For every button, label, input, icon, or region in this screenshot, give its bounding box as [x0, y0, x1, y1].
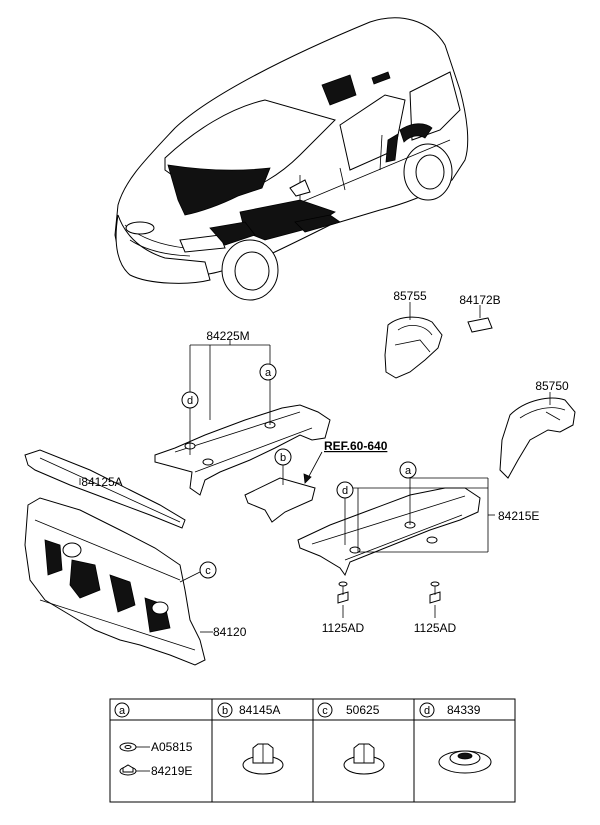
- legend-cell-c-icon: [343, 743, 385, 775]
- label-84172B: 84172B: [459, 293, 500, 307]
- callout-labels: 84225M 85755 84172B 85750 REF.60-640 841…: [81, 289, 569, 639]
- vehicle-illustration: [114, 17, 469, 301]
- legend-part-84145A: 84145A: [239, 703, 280, 717]
- legend-header-d: d 84339: [419, 702, 481, 718]
- bolt-1125AD-right-shape: [429, 581, 441, 604]
- svg-text:c: c: [205, 565, 211, 577]
- label-85755: 85755: [393, 289, 427, 303]
- legend-part-50625: 50625: [346, 703, 380, 717]
- part-ref-panel-shape: [244, 477, 316, 523]
- label-1125AD-right: 1125AD: [414, 621, 457, 635]
- label-85750: 85750: [535, 379, 569, 393]
- legend-header-b: b 84145A: [217, 702, 280, 718]
- part-84215E-shape: [297, 487, 481, 577]
- label-ref-60-640: REF.60-640: [324, 439, 388, 453]
- marker-d-lower: d: [336, 481, 354, 499]
- legend-cell-d-icon: [438, 750, 492, 774]
- label-1125AD-left: 1125AD: [322, 621, 365, 635]
- svg-text:a: a: [119, 705, 126, 717]
- legend-table: a b 84145A c 50625 d 84339 A05815: [109, 698, 516, 803]
- legend-header-c: c 50625: [317, 702, 380, 718]
- part-84125A-shape: [24, 449, 186, 529]
- legend-cell-b-icon: [242, 743, 284, 775]
- legend-header-a: a: [114, 702, 130, 718]
- part-84225M-shape: [154, 404, 331, 496]
- legend-cell-a: A05815 84219E: [119, 740, 193, 778]
- marker-b: b: [274, 448, 292, 466]
- legend-part-84339: 84339: [447, 703, 481, 717]
- legend-a-item-84219E: 84219E: [151, 764, 192, 778]
- svg-text:d: d: [424, 705, 430, 717]
- label-84125A: 84125A: [81, 475, 122, 489]
- bolt-1125AD-left-shape: [337, 581, 349, 604]
- part-85750-shape: [499, 397, 576, 479]
- part-84120-shape: [24, 497, 206, 666]
- label-84215E: 84215E: [498, 509, 539, 523]
- part-84172B-shape: [467, 317, 493, 333]
- svg-text:b: b: [280, 452, 286, 464]
- marker-c: c: [199, 561, 217, 579]
- legend-a-item-A05815: A05815: [151, 740, 193, 754]
- svg-text:b: b: [222, 705, 228, 717]
- part-85755-shape: [384, 316, 443, 379]
- marker-a-lower: a: [399, 461, 417, 479]
- svg-text:d: d: [187, 395, 193, 407]
- marker-circles: a d b a d c: [181, 363, 417, 579]
- leader-lines: [79, 302, 551, 633]
- svg-text:d: d: [342, 485, 348, 497]
- label-84225M: 84225M: [206, 329, 249, 343]
- marker-d-upper: d: [181, 391, 199, 409]
- svg-text:a: a: [265, 367, 272, 379]
- label-84120: 84120: [213, 625, 247, 639]
- svg-text:a: a: [405, 465, 412, 477]
- svg-text:c: c: [322, 705, 328, 717]
- marker-a-upper: a: [259, 363, 277, 381]
